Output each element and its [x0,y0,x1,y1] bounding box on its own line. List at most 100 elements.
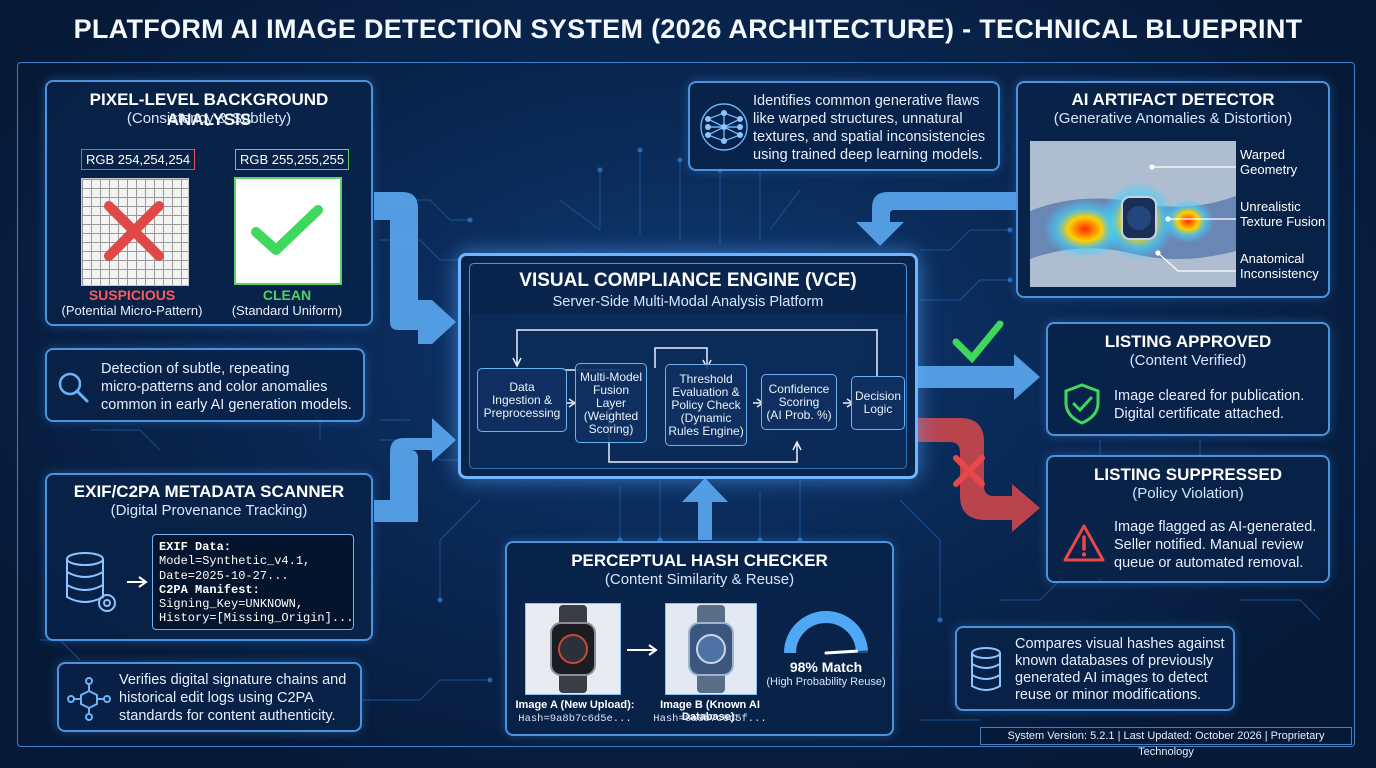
suppressed-line-1: Image flagged as AI-generated. [1114,519,1316,536]
node-line: (AI Prob. %) [766,409,831,422]
match-value: 98% Match [761,659,891,675]
clean-note: (Standard Uniform) [212,303,362,318]
code-line: C2PA Manifest: [159,583,353,597]
metadata-code: EXIF Data:Model=Synthetic_v4.1,Date=2025… [159,540,353,626]
perceptual-hash-panel: PERCEPTUAL HASH CHECKER (Content Similar… [505,541,894,736]
artifact-note-line-2: like warped structures, unnatural [753,111,963,128]
hash-panel-title: PERCEPTUAL HASH CHECKER [507,551,892,571]
approved-title: LISTING APPROVED [1048,332,1328,352]
hash-note-line-2: known databases of previously [1015,653,1213,670]
code-line: Signing_Key=UNKNOWN, [159,597,353,611]
artifact-note-box: Identifies common generative flaws like … [688,81,1000,171]
artifact-detector-panel: AI ARTIFACT DETECTOR (Generative Anomali… [1016,81,1330,298]
approved-subtitle: (Content Verified) [1048,352,1328,369]
node-line: Confidence [766,383,831,396]
pixel-note-box: Detection of subtle, repeating micro-pat… [45,348,365,422]
suppressed-line-2: Seller notified. Manual review [1114,537,1303,554]
exif-note-box: Verifies digital signature chains and hi… [57,662,362,732]
vce-subtitle: Server-Side Multi-Modal Analysis Platfor… [461,294,915,310]
metadata-code-box: EXIF Data:Model=Synthetic_v4.1,Date=2025… [152,534,354,630]
checkmark-icon [250,202,324,258]
shield-check-icon [1062,382,1102,426]
image-a-label: Image A (New Upload): [507,699,643,711]
page-title: PLATFORM AI IMAGE DETECTION SYSTEM (2026… [0,14,1376,45]
listing-suppressed-panel: LISTING SUPPRESSED (Policy Violation) Im… [1046,455,1330,583]
approved-line-1: Image cleared for publication. [1114,388,1304,405]
node-line: Scoring [766,396,831,409]
node-threshold-evaluation: ThresholdEvaluation &Policy Check(Dynami… [665,364,747,446]
image-b-hash: Hash=8a8b7c6d5f... [635,713,785,725]
hash-panel-subtitle: (Content Similarity & Reuse) [507,571,892,588]
exif-panel-subtitle: (Digital Provenance Tracking) [47,502,371,519]
footer-version: System Version: 5.2.1 | Last Updated: Oc… [980,727,1352,745]
exif-note-line-3: standards for content authenticity. [119,708,336,725]
node-line: Threshold [668,373,743,386]
warning-icon [1062,523,1106,563]
cross-icon [99,196,169,266]
code-line: Model=Synthetic_v4.1, [159,554,353,568]
node-line: (Dynamic [668,412,743,425]
suppressed-line-3: queue or automated removal. [1114,555,1303,572]
match-note: (High Probability Reuse) [761,676,891,688]
database-icon [969,646,1003,694]
clean-rgb-label: RGB 255,255,255 [235,149,349,170]
pixel-analysis-panel: PIXEL-LEVEL BACKGROUND ANALYSIS (Consist… [45,80,373,326]
node-line: Evaluation & [668,386,743,399]
vce-engine-panel: VISUAL COMPLIANCE ENGINE (VCE) Server-Si… [458,253,918,479]
magnifier-icon [56,370,90,404]
hash-note-box: Compares visual hashes against known dat… [955,626,1235,711]
gauge-fill [790,617,862,653]
database-gear-icon [63,549,125,619]
node-line: Fusion Layer [578,384,644,410]
metadata-scanner-panel: EXIF/C2PA METADATA SCANNER (Digital Prov… [45,473,373,641]
exif-note-line-2: historical edit logs using C2PA [119,690,314,707]
arrow-right-icon [125,575,151,589]
suspicious-note: (Potential Micro-Pattern) [55,303,209,318]
approved-line-2: Digital certificate attached. [1114,406,1284,423]
listing-approved-panel: LISTING APPROVED (Content Verified) Imag… [1046,322,1330,436]
artifact-note-line-1: Identifies common generative flaws [753,93,979,110]
node-line: (Weighted [578,410,644,423]
suppressed-title: LISTING SUPPRESSED [1048,465,1328,485]
node-decision-logic: DecisionLogic [851,376,905,430]
artifact-note-line-4: using trained deep learning models. [753,147,983,164]
label-line: Inconsistency [1240,266,1319,281]
pixel-note-line-3: common in early AI generation models. [101,397,352,414]
exif-panel-title: EXIF/C2PA METADATA SCANNER [47,482,371,502]
image-a-hash: Hash=9a8b7c6d5e... [507,713,643,725]
suspicious-status: SUSPICIOUS [57,287,207,303]
code-line: Date=2025-10-27... [159,569,353,583]
suspicious-rgb-label: RGB 254,254,254 [81,149,195,170]
clean-status: CLEAN [212,287,362,303]
match-gauge [781,607,871,659]
label-line: Anatomical [1240,251,1319,266]
arrow-right-icon [625,643,661,657]
node-line: Ingestion & [484,394,561,407]
watch-image-b [665,603,757,695]
node-line: Data [484,381,561,394]
hash-note-line-1: Compares visual hashes against [1015,636,1225,653]
node-line: Preprocessing [484,407,561,420]
pixel-note-line-2: micro-patterns and color anomalies [101,379,327,396]
label-line: Geometry [1240,162,1297,177]
node-line: Multi-Model [578,371,644,384]
network-cube-icon [67,677,111,721]
node-line: Scoring) [578,423,644,436]
node-line: Rules Engine) [668,425,743,438]
node-line: Policy Check [668,399,743,412]
pixel-panel-subtitle: (Consistency & Subtlety) [47,110,371,127]
code-line: History=[Missing_Origin]... [159,611,353,625]
watch-image-a [525,603,621,695]
artifact-callout-lines [1148,153,1244,275]
artifact-panel-subtitle: (Generative Anomalies & Distortion) [1018,110,1328,127]
code-line: EXIF Data: [159,540,353,554]
hash-note-line-3: generated AI images to detect [1015,670,1208,687]
hash-note-line-4: reuse or minor modifications. [1015,687,1201,704]
gauge-needle [826,651,857,653]
